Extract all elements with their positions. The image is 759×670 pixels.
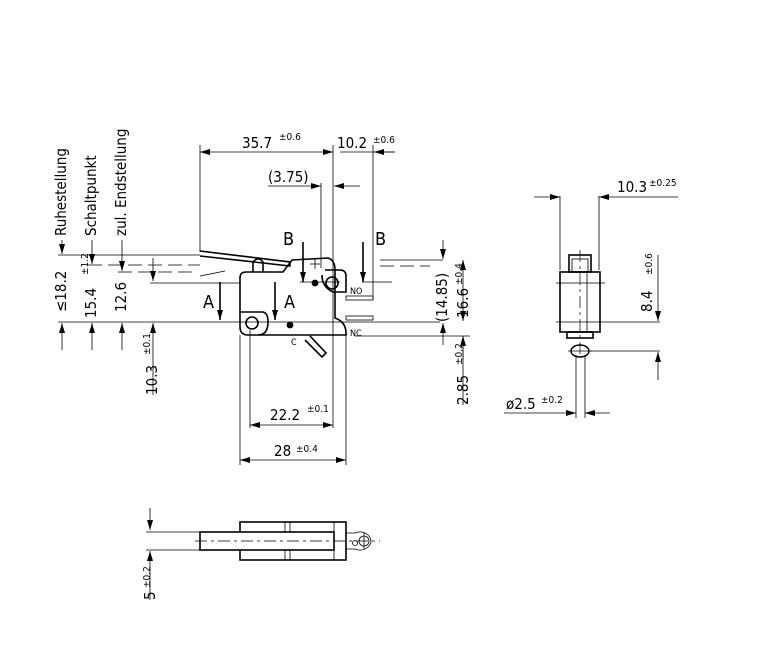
dim-lever-offset: 10.2	[337, 134, 367, 152]
front-view: Ruhestellung Schaltpunkt zul. Endstellun…	[52, 129, 472, 465]
mounting-hole	[245, 316, 259, 330]
dim-body-length-tol: ±0.4	[296, 444, 318, 455]
dim-max-height: ≤18.2	[52, 271, 70, 312]
terminal-c-label: C	[291, 338, 297, 348]
dim-hole-offset-tol: ±0.2	[454, 343, 465, 365]
dim-ref-offset: (3.75)	[268, 168, 309, 186]
dim-body-height-tol: ±0.4	[454, 263, 465, 285]
dim-lever-offset-tol: ±0.6	[373, 135, 395, 146]
dim-side-height-tol: ±0.6	[644, 253, 655, 275]
terminal-nc-label: NC	[350, 329, 362, 339]
dim-thickness: 5	[141, 591, 159, 600]
mounting-hole	[325, 276, 339, 290]
dim-body-length: 28	[274, 442, 291, 460]
dim-base-height: 10.3	[143, 365, 161, 395]
arrow-a-label: A	[284, 292, 295, 313]
dim-hole-offset: 2.85	[454, 375, 472, 405]
dim-switch-point-height: 15.4	[82, 288, 100, 318]
side-view: 10.3 ±0.25 8.4 ±0.6 ø2.5 ±0.2	[504, 178, 678, 418]
dim-hole-diameter-tol: ±0.2	[541, 395, 563, 406]
dim-side-width-tol: ±0.25	[649, 178, 677, 189]
label-end-position: zul. Endstellung	[112, 129, 130, 236]
dim-thickness-tol: ±0.2	[142, 566, 153, 588]
label-switching-point: Schaltpunkt	[82, 155, 100, 236]
terminal-no-label: NO	[350, 287, 362, 297]
switch-body	[239, 257, 347, 336]
dim-side-width: 10.3	[617, 178, 647, 196]
dim-hole-diameter: ø2.5	[506, 395, 536, 413]
dim-body-height: 16.6	[454, 288, 472, 318]
dim-lever-length: 35.7	[242, 134, 272, 152]
lever	[199, 250, 291, 267]
arrow-a-label: A	[203, 292, 214, 313]
dim-lever-length-tol: ±0.6	[279, 132, 301, 143]
dim-side-height: 8.4	[638, 291, 656, 312]
label-rest-position: Ruhestellung	[52, 148, 70, 236]
dim-end-height: 12.6	[112, 282, 130, 312]
bottom-view: 5 ±0.2	[141, 508, 380, 600]
dim-hole-spacing-tol: ±0.1	[307, 404, 329, 415]
dim-base-height-tol: ±0.1	[142, 333, 153, 355]
arrow-b-label: B	[283, 229, 294, 250]
dim-ref-height: (14.85)	[433, 273, 451, 322]
dim-switch-point-height-tol: ±1.2	[80, 253, 91, 275]
dim-hole-spacing: 22.2	[270, 406, 300, 424]
arrow-b-label: B	[375, 229, 386, 250]
